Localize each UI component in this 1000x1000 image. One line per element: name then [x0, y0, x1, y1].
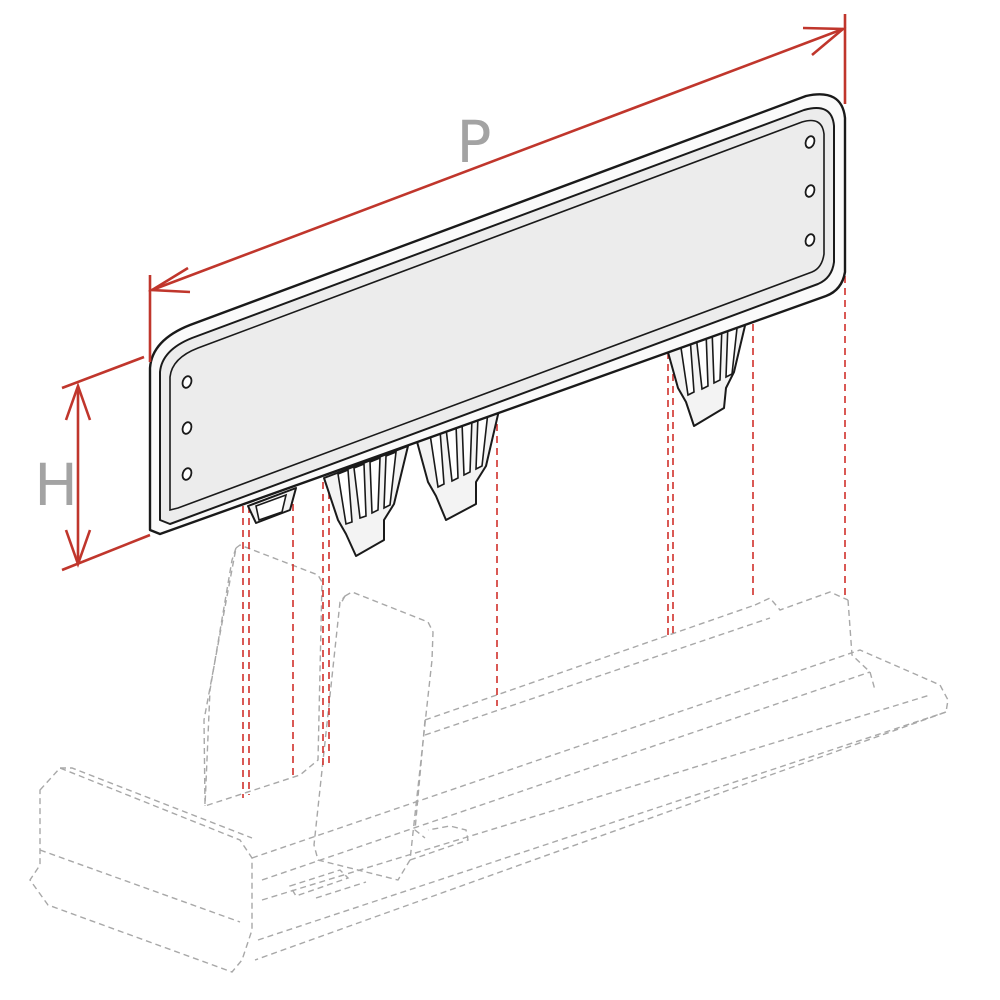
base-assembly: [29, 544, 949, 973]
screw-hole-icon: [804, 184, 816, 198]
arrow-right-icon: [802, 26, 847, 56]
length-label: P: [457, 108, 492, 176]
arrow-left-icon: [147, 266, 191, 294]
screw-hole-icon: [804, 233, 816, 247]
plate-face: [159, 107, 835, 525]
divider-back: [203, 544, 323, 807]
front-block: [29, 767, 253, 973]
comb-clip-1: [323, 445, 409, 557]
divider-front: [313, 591, 434, 881]
height-label: H: [34, 451, 78, 519]
screw-hole-icon: [804, 135, 816, 149]
small-clip: [247, 487, 297, 524]
clips: [247, 312, 749, 557]
length-arrow-line: [151, 27, 844, 292]
rail-top: [251, 649, 949, 961]
screw-hole-icon: [181, 467, 193, 481]
screw-hole-icon: [181, 421, 193, 435]
screw-hole-icon: [181, 375, 193, 389]
dimension-length: P: [147, 14, 847, 362]
arrow-down-icon: [64, 529, 92, 568]
dimension-height: H: [34, 355, 151, 572]
name-plate: [148, 93, 847, 536]
alignment-guides: [242, 276, 846, 798]
plate-border: [169, 119, 825, 512]
arrow-up-icon: [64, 382, 92, 421]
